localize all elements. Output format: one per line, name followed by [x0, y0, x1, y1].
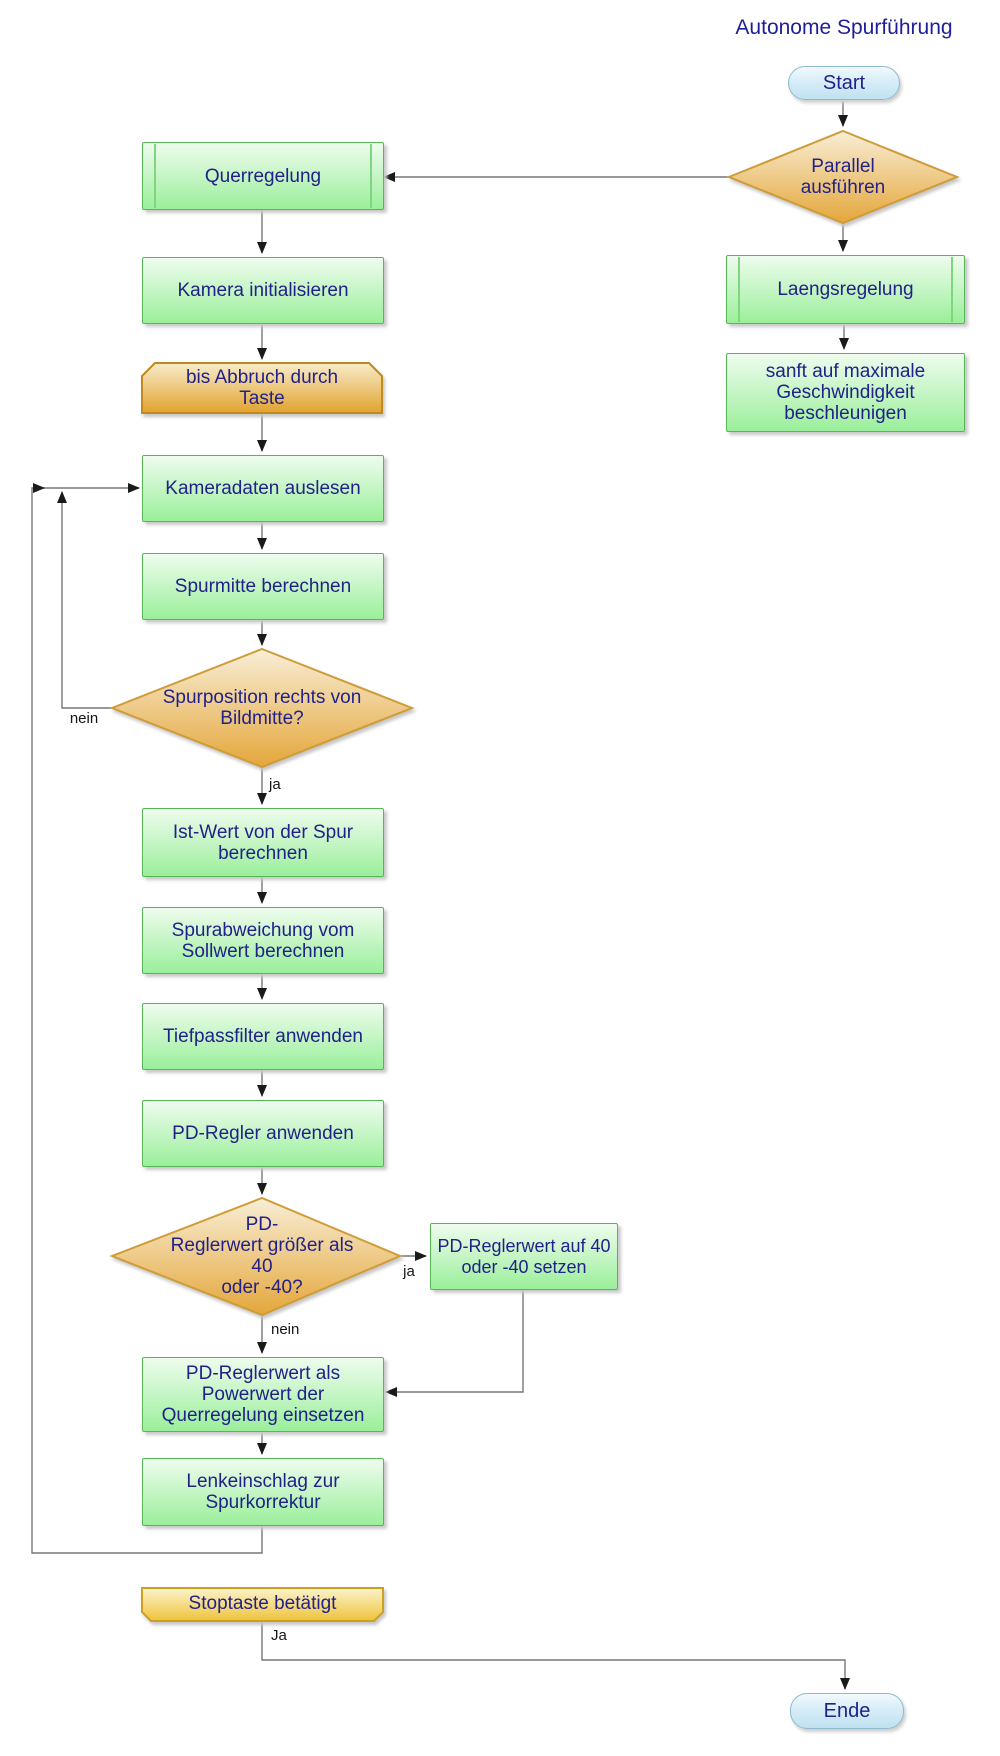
subroutine-bar-left	[738, 257, 740, 322]
subroutine-bar-left	[154, 144, 156, 208]
process-tiefpassfilter: Tiefpassfilter anwenden	[142, 1003, 384, 1070]
decision-spurposition	[109, 647, 415, 769]
edge-label-nein-spurposition: nein	[69, 710, 99, 727]
decision-parallel-label: Parallel ausführen	[800, 156, 886, 198]
decision-pd-reglerwert	[109, 1196, 403, 1317]
terminator-start: Start	[788, 66, 900, 100]
edge-label-ja-stoptaste: Ja	[271, 1627, 287, 1644]
terminator-ende: Ende	[790, 1693, 904, 1729]
loop-start-bis-abbruch	[141, 362, 383, 414]
edge-stoptaste-to-ende	[261, 1621, 850, 1690]
edge-label-ja-spurposition: ja	[269, 776, 281, 793]
subroutine-bar-right	[951, 257, 953, 322]
diagram-title: Autonome Spurführung	[735, 16, 953, 39]
edge-main-loop-back	[31, 483, 263, 1554]
edge-spurposition-nein-loop	[57, 491, 112, 709]
subroutine-bar-right	[370, 144, 372, 208]
decision-spurposition-label: Spurposition rechts von Bildmitte?	[162, 687, 362, 729]
process-kamera-initialisieren: Kamera initialisieren	[142, 257, 384, 324]
edge-label-ja-pd: ja	[403, 1263, 415, 1280]
process-pd-reglerwert-setzen: PD-Reglerwert auf 40 oder -40 setzen	[430, 1223, 618, 1290]
subroutine-laengsregelung: Laengsregelung	[726, 255, 965, 324]
process-spurabweichung-berechnen: Spurabweichung vom Sollwert berechnen	[142, 907, 384, 974]
decision-pd-label: PD- Reglerwert größer als 40 oder -40?	[170, 1214, 354, 1298]
subroutine-querregelung-label: Querregelung	[204, 165, 322, 187]
process-sanft-beschleunigen: sanft auf maximale Geschwindigkeit besch…	[726, 353, 965, 432]
loop-stoptaste-label: Stoptaste betätigt	[188, 1593, 337, 1614]
loop-bis-abbruch-label: bis Abbruch durch Taste	[185, 367, 339, 409]
edge-label-nein-pd: nein	[271, 1321, 300, 1338]
subroutine-laengsregelung-label: Laengsregelung	[777, 279, 914, 300]
process-spurmitte-berechnen: Spurmitte berechnen	[142, 553, 384, 620]
decision-parallel-ausfuehren	[726, 129, 960, 225]
process-pd-regler-anwenden: PD-Regler anwenden	[142, 1100, 384, 1167]
process-pd-powerwert: PD-Reglerwert als Powerwert der Querrege…	[142, 1357, 384, 1432]
process-kameradaten-auslesen: Kameradaten auslesen	[142, 455, 384, 522]
edge-setzen-to-powerwert	[385, 1288, 524, 1397]
process-lenkeinschlag: Lenkeinschlag zur Spurkorrektur	[142, 1458, 384, 1526]
process-istwert-berechnen: Ist-Wert von der Spur berechnen	[142, 808, 384, 877]
subroutine-querregelung: Querregelung	[142, 142, 384, 210]
loop-end-stoptaste	[141, 1587, 384, 1622]
